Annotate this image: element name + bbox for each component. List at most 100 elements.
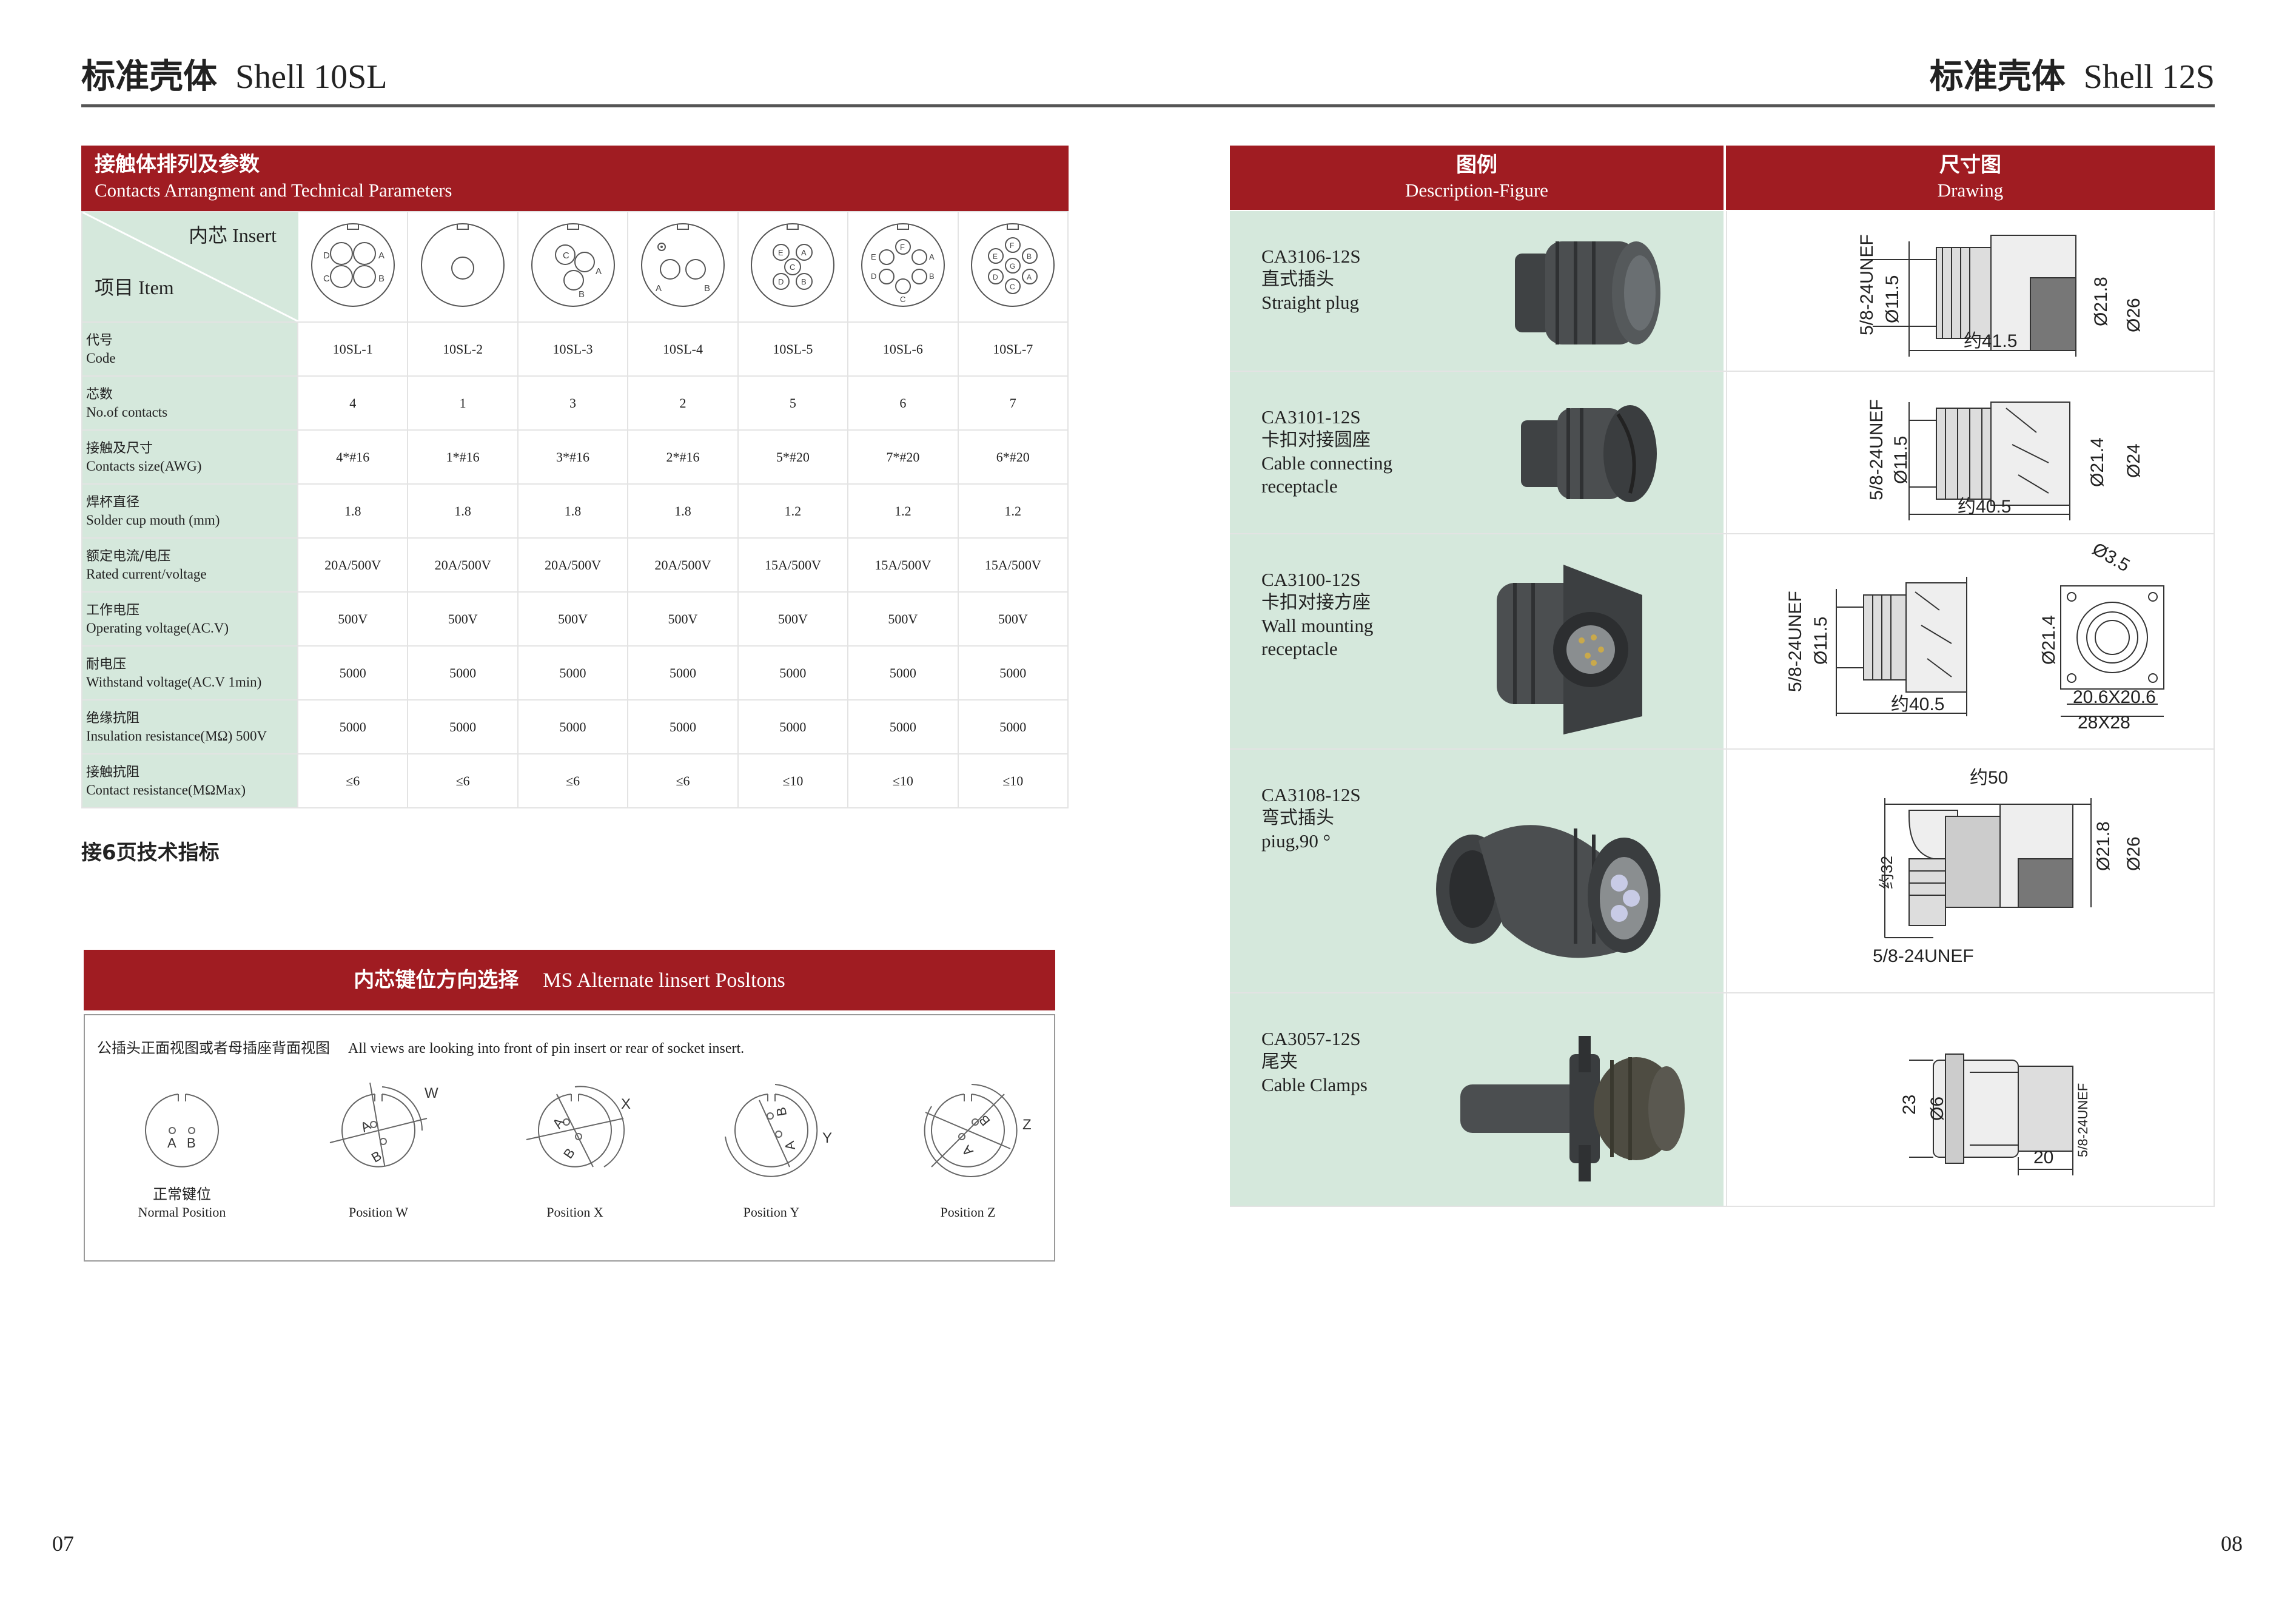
param-value: 10SL-2	[407, 321, 519, 377]
param-value: 6*#20	[957, 429, 1069, 485]
param-value: 500V	[847, 591, 959, 647]
product-description-cell: CA3101-12S 卡扣对接圆座 Cable connecting recep…	[1230, 372, 1724, 533]
dim-cable: Ø6	[1927, 1097, 1947, 1121]
dim-hole-spacing: 20.6X20.6	[2073, 687, 2156, 707]
products-header-description: 图例 Description-Figure	[1230, 146, 1724, 210]
param-value: 5000	[627, 699, 739, 754]
dim-length: 20	[2033, 1148, 2053, 1168]
param-label-cn: 额定电流/电压	[86, 548, 171, 564]
param-value: 1	[407, 375, 519, 431]
alt-desc-cn: 公插头正面视图或者母插座背面视图	[97, 1040, 330, 1057]
position-normal-cn: 正常键位	[153, 1186, 211, 1203]
svg-text:A: A	[549, 1115, 567, 1131]
svg-text:B: B	[378, 274, 384, 284]
dim-thread: 5/8-24UNEF	[1867, 399, 1887, 500]
dim-d2: Ø21.8	[2091, 277, 2111, 326]
product-row-ca3108: CA3108-12S 弯式插头 piug,90 ° 约50 约32 Ø21.8 …	[1230, 750, 2215, 993]
drawing-ca3106: 5/8-24UNEF Ø11.5 Ø21.8 Ø26 约41.5	[1857, 234, 2144, 357]
right-title-en: Shell 12S	[2083, 58, 2215, 96]
param-value: 3*#16	[517, 429, 629, 485]
position-y-en: Position Y	[743, 1205, 800, 1220]
product-name-en-2: receptacle	[1261, 638, 1338, 659]
products-draw-cn: 尺寸图	[1939, 153, 2001, 177]
svg-text:B: B	[704, 283, 710, 294]
svg-text:A: A	[782, 1140, 798, 1151]
product-drawing-cell: 5/8-24UNEF Ø11.5 Ø21.4 约40.5 Ø3.5 20.6X2…	[1726, 534, 2215, 748]
table-corner: 内芯 Insert 项目 Item	[82, 212, 298, 321]
position-w-letter: W	[425, 1085, 438, 1101]
product-description-cell: CA3106-12S 直式插头 Straight plug	[1230, 211, 1724, 371]
svg-text:A: A	[801, 248, 807, 257]
param-label-cn: 绝缘抗阻	[86, 710, 140, 726]
corner-item-cn: 项目	[95, 276, 134, 299]
svg-text:B: B	[560, 1145, 578, 1161]
param-value: 500V	[737, 591, 849, 647]
product-name-cn: 卡扣对接方座	[1261, 592, 1371, 613]
param-value: 20A/500V	[517, 537, 629, 593]
product-name-cn: 弯式插头	[1261, 807, 1334, 828]
param-value: 500V	[957, 591, 1069, 647]
param-label-en: Rated current/voltage	[86, 566, 207, 582]
param-value: ≤6	[627, 753, 739, 808]
svg-text:B: B	[773, 1106, 790, 1118]
svg-text:B: B	[801, 277, 807, 286]
dim-d1: Ø11.5	[1811, 617, 1831, 665]
svg-text:C: C	[900, 295, 905, 304]
dim-hole: Ø3.5	[2089, 539, 2133, 576]
dim-d3: Ø24	[2124, 443, 2144, 478]
param-value: 1.8	[297, 483, 409, 539]
product-photo-straight-plug	[1515, 241, 1660, 344]
svg-text:A: A	[1027, 273, 1032, 281]
product-photo-cable-clamp	[1460, 1036, 1685, 1181]
param-value: 3	[517, 375, 629, 431]
param-label-cn: 芯数	[86, 386, 113, 402]
dim-d2: Ø26	[2124, 836, 2144, 871]
param-value: ≤6	[407, 753, 519, 808]
param-value: 500V	[297, 591, 409, 647]
position-w-en: Position W	[348, 1205, 408, 1220]
param-value: ≤10	[847, 753, 959, 808]
param-label-cn: 焊杯直径	[86, 494, 140, 510]
param-value: 5000	[517, 699, 629, 754]
svg-text:A: A	[929, 252, 935, 261]
dim-length: 约40.5	[1891, 694, 1944, 714]
drawing-ca3100: 5/8-24UNEF Ø11.5 Ø21.4 约40.5 Ø3.5 20.6X2…	[1785, 539, 2164, 733]
dim-height: 约32	[1878, 856, 1896, 889]
dim-length: 约50	[1970, 768, 2008, 788]
product-name-en: Cable Clamps	[1261, 1074, 1368, 1095]
svg-text:A: A	[596, 266, 602, 277]
position-z-letter: Z	[1022, 1117, 1032, 1133]
corner-insert-cn: 内芯	[189, 224, 228, 247]
svg-text:A: A	[167, 1135, 176, 1151]
product-photo-wall-receptacle	[1497, 565, 1642, 734]
product-photo-cable-receptacle	[1521, 405, 1657, 502]
param-value: 10SL-1	[297, 321, 409, 377]
header-divider	[81, 104, 2215, 107]
product-name-en: piug,90 °	[1261, 830, 1331, 852]
param-value: 6	[847, 375, 959, 431]
product-name-en: Straight plug	[1261, 292, 1360, 313]
svg-text:C: C	[1010, 283, 1015, 291]
position-normal-en: Normal Position	[138, 1205, 226, 1220]
param-value: ≤6	[517, 753, 629, 808]
dim-thread: 5/8-24UNEF	[2075, 1083, 2090, 1157]
svg-text:B: B	[976, 1112, 993, 1129]
product-row-ca3100: CA3100-12S 卡扣对接方座 Wall mounting receptac…	[1230, 534, 2215, 750]
insert-diagram-10sl-2	[407, 211, 519, 323]
svg-text:B: B	[929, 272, 935, 281]
product-name-en-2: receptacle	[1261, 475, 1338, 497]
param-label-en: No.of contacts	[86, 404, 168, 420]
param-value: 5000	[847, 645, 959, 701]
product-drawing-cell: 23 Ø6 20 5/8-24UNEF	[1726, 993, 2215, 1206]
